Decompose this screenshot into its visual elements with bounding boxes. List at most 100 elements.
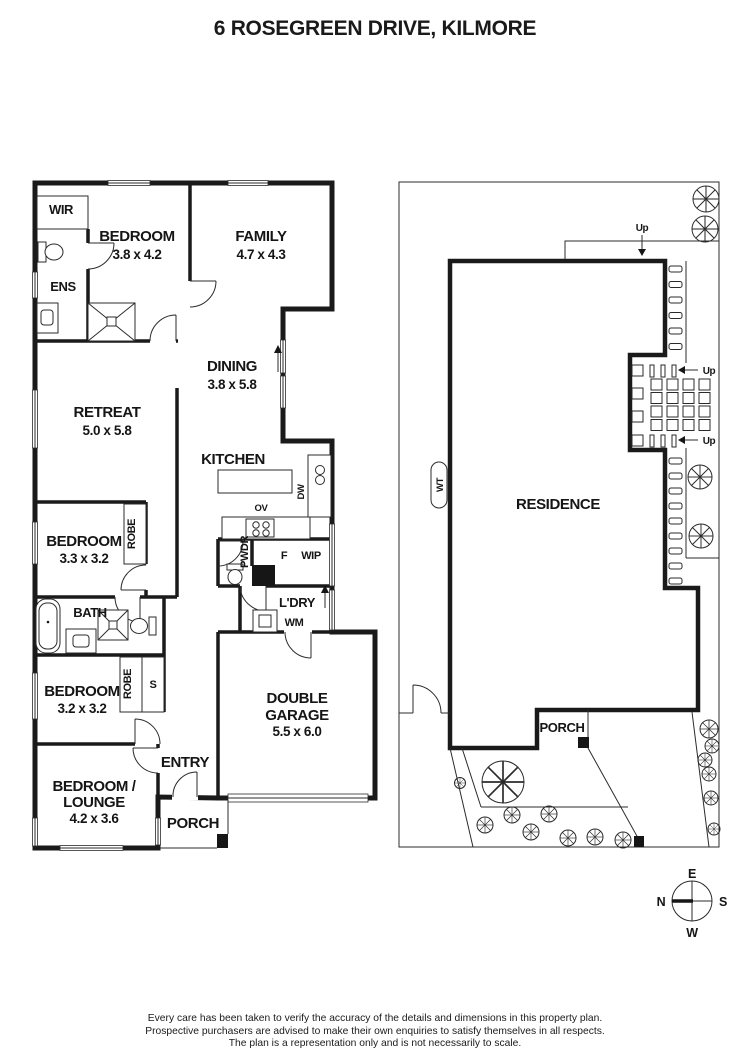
room-label-kitchen: KITCHEN [201, 451, 265, 468]
disclaimer-line-3: The plan is a representation only and is… [228, 1038, 522, 1050]
cooktop-icon [221, 516, 311, 540]
shrub-icon [697, 752, 713, 768]
room-dims-bedroom2: 3.3 x 3.2 [60, 551, 109, 566]
label-robe2: ROBE [126, 519, 138, 549]
up-markers: Up Up Up [636, 223, 716, 447]
room-dims-dining: 3.8 x 5.8 [208, 377, 258, 392]
site-label-wt: WT [435, 477, 446, 492]
label-wip: WIP [301, 550, 321, 562]
washing-machine-icon [252, 609, 278, 633]
shower-icon [97, 609, 129, 641]
label-dishwasher: DW [296, 484, 307, 499]
room-label-bedroom2: BEDROOM [46, 533, 122, 550]
site-label-porch: PORCH [540, 720, 585, 735]
porch-post [578, 737, 589, 748]
room-label-porch: PORCH [167, 815, 219, 832]
room-label-garage2: GARAGE [265, 707, 329, 724]
disclaimer-line-2: Prospective purchasers are advised to ma… [145, 1025, 605, 1037]
fixtures [35, 195, 332, 849]
window [227, 180, 269, 186]
label-oven: OV [255, 503, 269, 514]
shrub-icon [503, 806, 521, 824]
compass-rose: E N S W [657, 867, 728, 940]
shrub-icon [586, 828, 604, 846]
tree-icon [688, 523, 714, 549]
pavers [631, 265, 711, 585]
up-label-3: Up [703, 436, 716, 447]
porch-edge [160, 800, 229, 849]
window [329, 523, 335, 587]
store-cabinet [141, 656, 165, 713]
compass-e: E [688, 867, 696, 881]
room-dims-retreat: 5.0 x 5.8 [83, 423, 133, 438]
step-arrows [274, 345, 329, 608]
room-dims-bedroom1: 3.8 x 4.2 [113, 247, 162, 262]
window [32, 817, 38, 847]
shrub-icon [614, 831, 632, 849]
toilet-icon [37, 241, 64, 263]
window [280, 375, 286, 409]
toilet-icon [130, 616, 157, 636]
room-label-bedlounge1: BEDROOM / [52, 778, 136, 795]
window [32, 389, 38, 449]
site-plan: Up Up Up RESIDENCE PORCH WT [398, 181, 721, 849]
shrub-icon [703, 790, 719, 806]
window [329, 589, 335, 631]
tree-icon [687, 464, 713, 490]
shower-icon [87, 302, 136, 342]
bathtub-icon [35, 598, 61, 654]
garage-door-gap [284, 629, 312, 635]
window [59, 845, 124, 851]
gate-icon [412, 684, 442, 714]
room-label-bath: BATH [73, 605, 107, 620]
site-lines [399, 261, 719, 848]
shrub-icon [540, 805, 558, 823]
window [32, 521, 38, 565]
window [32, 271, 38, 299]
up-label-2: Up [703, 366, 716, 377]
tree-icon [480, 759, 526, 805]
shrub-icon [704, 738, 720, 754]
compass-s: S [719, 895, 727, 909]
shrub-icon [454, 777, 466, 789]
room-label-entry: ENTRY [161, 754, 210, 771]
site-boundary [398, 181, 720, 848]
tree-icon [691, 215, 719, 243]
water-tank-icon [430, 461, 448, 509]
sink-bench [307, 454, 332, 518]
window [32, 672, 38, 720]
vanity-icon [65, 628, 97, 654]
room-label-bedlounge2: LOUNGE [63, 794, 125, 811]
front-door-gap [172, 794, 198, 801]
room-label-bedroom3: BEDROOM [44, 683, 120, 700]
post [634, 836, 644, 847]
shrub-icon [699, 719, 719, 739]
disclaimer: Every care has been taken to verify the … [0, 1013, 750, 1051]
compass-n: N [657, 895, 666, 909]
label-fridge: F [281, 550, 288, 562]
residence-outline [447, 258, 701, 751]
toilet-icon [226, 563, 244, 585]
room-label-family: FAMILY [235, 228, 287, 245]
room-label-garage1: DOUBLE [267, 690, 328, 707]
room-dims-bedlounge: 4.2 x 3.6 [70, 811, 120, 826]
window [280, 339, 286, 374]
room-label-wir: WIR [49, 202, 74, 217]
label-wm: WM [285, 617, 304, 629]
vanity-icon [36, 302, 59, 334]
room-dims-garage: 5.5 x 6.0 [273, 724, 322, 739]
window [107, 180, 151, 186]
shrub-icon [476, 816, 494, 834]
up-arrow-icon [274, 345, 282, 372]
room-label-retreat: RETREAT [74, 404, 141, 421]
shrub-icon [559, 829, 577, 847]
windows [32, 180, 369, 851]
floor-plan-labels: WIR BEDROOM 3.8 x 4.2 FAMILY 4.7 x 4.3 E… [44, 202, 329, 832]
label-store: S [150, 679, 157, 691]
label-robe3: ROBE [122, 669, 134, 699]
kitchen-island [217, 469, 293, 494]
porch-post [217, 834, 228, 848]
floor-plan: WIR BEDROOM 3.8 x 4.2 FAMILY 4.7 x 4.3 E… [32, 180, 378, 851]
